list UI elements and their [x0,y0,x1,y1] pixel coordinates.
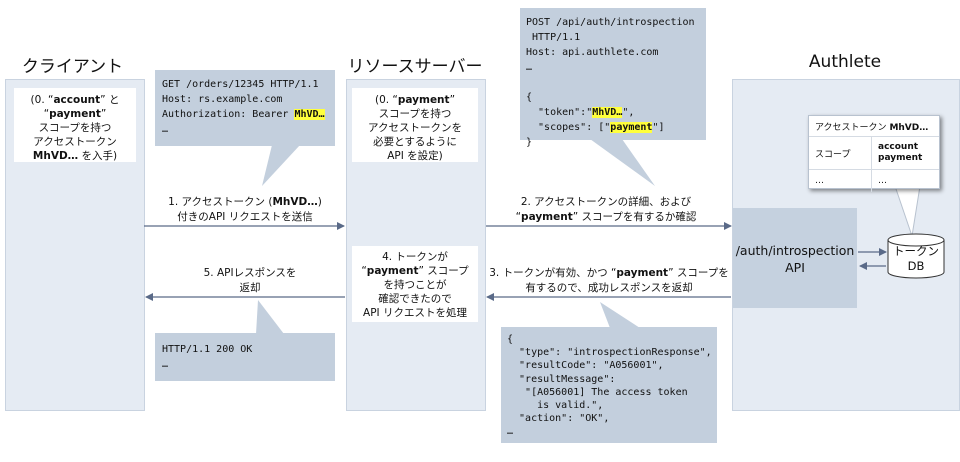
result-bubble-tail [600,302,640,328]
step-3-label: 3. トークンが有効、かつ “payment” スコープを 有するので、成功レス… [489,267,729,294]
request-bubble-tail [262,145,300,186]
client-column-title: クライアント [21,57,124,77]
step-5-label: 5. APIレスポンスを 返却 [203,267,297,294]
resource-server-note: (0. “payment” スコープを持つ アクセストークンを 必要とするように… [352,88,478,162]
introspection-response-bubble: { "type": "introspectionResponse", "resu… [501,327,717,443]
token-db-label: トークン DB [893,244,939,273]
client-note: (0. “account” と “payment” スコープを持つ アクセストー… [14,88,136,162]
token-db-top [887,233,945,247]
step-2-label: 2. アクセストークンの詳細、および “payment” スコープを有するか確認 [515,196,697,223]
token-db-body [887,240,945,279]
introspection-api-box: /auth/introspection API [733,208,857,308]
resource-server-column-title: リソースサーバー [347,57,483,77]
step-4-note: 4. トークンが “payment” スコープ を持つことが 確認できたので A… [352,246,478,322]
authlete-column-title: Authlete [808,52,882,72]
api-response-bubble: HTTP/1.1 200 OK … [155,333,335,381]
api-request-bubble: GET /orders/12345 HTTP/1.1 Host: rs.exam… [155,70,335,146]
response-bubble-tail [256,300,284,334]
token-table-tail [894,185,921,237]
introspection-request-bubble: POST /api/auth/introspection HTTP/1.1 Ho… [520,8,706,148]
introspection-request-tail [590,139,655,186]
step-1-label: 1. アクセストークン (MhVD…) 付きのAPI リクエストを送信 [168,196,322,223]
